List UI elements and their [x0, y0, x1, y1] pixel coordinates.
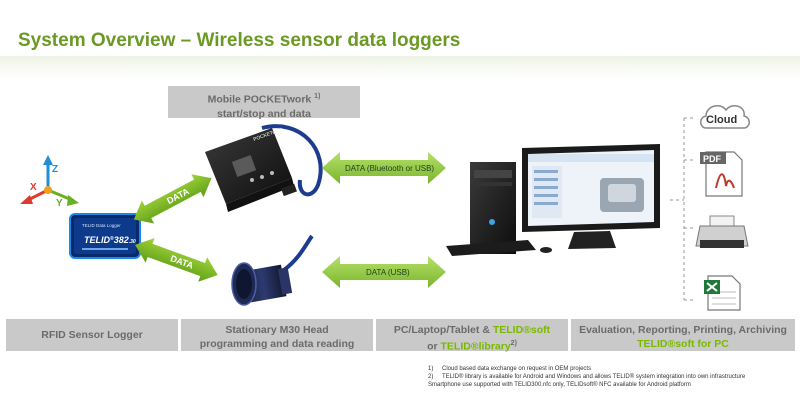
rfid-sensor-tag: TELID Data Logger TELID®382.30 — [69, 213, 141, 259]
footnote-1-text: Cloud based data exchange on request in … — [442, 366, 592, 372]
cloud-label: Cloud — [706, 114, 737, 126]
tag-small-text: TELID Data Logger — [82, 223, 121, 228]
cloud-icon: Cloud — [700, 105, 750, 129]
pc-box-telid-soft: TELID®soft — [492, 324, 551, 336]
pc-box-line2-prefix: or — [427, 340, 441, 353]
m30-box-line1: Stationary M30 Head — [225, 324, 329, 336]
footnote-1: 1) Cloud based data exchange on request i… — [428, 365, 798, 373]
footnote-3: Smartphone use supported with TELID300.n… — [428, 381, 798, 389]
page-title: System Overview – Wireless sensor data l… — [18, 30, 461, 51]
data-bluetooth-usb-arrow: DATA (Bluetooth or USB) — [322, 152, 446, 184]
pdf-icon: PDF — [700, 151, 743, 197]
pc-workstation — [446, 144, 660, 256]
mobile-pocketwork-box: Mobile POCKETwork 1) start/stop and data — [168, 86, 360, 120]
mobile-box-line1: Mobile POCKETwork — [207, 93, 312, 106]
data-arrow-upper: DATA — [133, 174, 212, 224]
pc-laptop-tablet-box: PC/Laptop/Tablet & TELID®soft or TELID®l… — [376, 319, 568, 353]
axis-x-label: X — [30, 182, 37, 193]
data-bluetooth-usb-label: DATA (Bluetooth or USB) — [345, 164, 434, 173]
mobile-box-line2: start/stop and data — [217, 107, 311, 120]
m30-head-sensor — [231, 234, 314, 306]
footnote-2-number: 2) — [428, 374, 434, 380]
pdf-label: PDF — [703, 154, 722, 164]
pc-box-sup: 2) — [510, 340, 517, 347]
data-usb-arrow: DATA (USB) — [322, 256, 446, 288]
title-underline-band — [0, 56, 800, 78]
rfid-sensor-logger-box: RFID Sensor Logger — [6, 319, 178, 351]
excel-file-icon — [704, 275, 741, 311]
axis-z-label: Z — [52, 164, 58, 175]
mobile-box-sup: 1) — [314, 93, 321, 100]
footnote-2-text: TELID® library is available for Android … — [442, 374, 746, 380]
data-arrow-lower: DATA — [135, 238, 218, 282]
footnotes: 1) Cloud based data exchange on request i… — [428, 365, 798, 389]
eval-box-line1: Evaluation, Reporting, Printing, Archivi… — [579, 324, 787, 336]
rfid-box-label: RFID Sensor Logger — [41, 329, 143, 341]
output-bracket — [670, 117, 696, 301]
data-usb-label: DATA (USB) — [366, 268, 410, 277]
axis-y-label: Y — [56, 198, 63, 209]
pc-box-telid-library: TELID®library — [440, 340, 511, 353]
stationary-m30-box: Stationary M30 Head programming and data… — [181, 319, 373, 351]
tag-telid-name: TELID®382.30 — [84, 235, 136, 245]
footnote-1-number: 1) — [428, 366, 434, 372]
pocketwork-device: POCKETwork — [205, 124, 323, 212]
xyz-axes-icon: Z X Y — [20, 155, 79, 209]
eval-box-telid-soft-pc: TELID®soft for PC — [637, 338, 729, 350]
m30-box-line2: programming and data reading — [199, 338, 355, 350]
footnote-3-text: Smartphone use supported with TELID300.n… — [428, 382, 691, 388]
footnote-2: 2) TELID® library is available for Androi… — [428, 373, 798, 381]
printer-icon — [695, 215, 749, 248]
pc-box-line1-prefix: PC/Laptop/Tablet & — [393, 324, 493, 336]
evaluation-reporting-box: Evaluation, Reporting, Printing, Archivi… — [571, 319, 795, 351]
